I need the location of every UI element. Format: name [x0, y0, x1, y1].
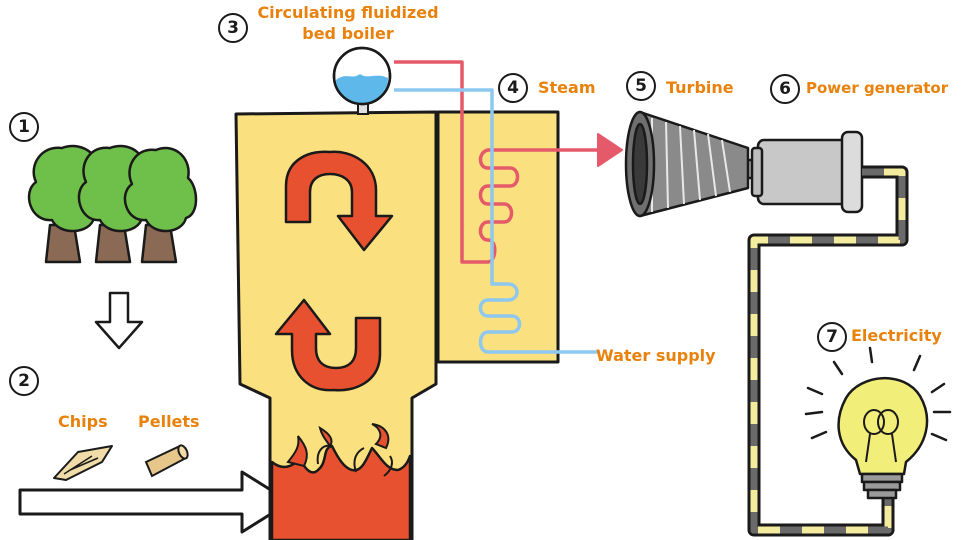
steam-pipe	[394, 60, 600, 264]
boiler-label-line1: Circulating fluidized	[257, 3, 439, 22]
boiler-label-line2: bed boiler	[302, 24, 394, 43]
steam-label: Steam	[538, 78, 596, 97]
electricity-label: Electricity	[851, 326, 942, 345]
down-arrow-icon	[94, 291, 144, 350]
generator-label: Power generator	[806, 79, 949, 97]
chips-label: Chips	[58, 412, 108, 431]
boiler-body	[234, 110, 438, 540]
step-6-number: 6	[770, 74, 800, 104]
circulation-arrows-icon	[274, 150, 394, 392]
turbine-icon	[624, 110, 774, 218]
light-rays-icon	[804, 346, 952, 442]
step-4-number: 4	[498, 73, 528, 103]
pellets-label: Pellets	[138, 412, 200, 431]
step-1-number: 1	[9, 112, 39, 142]
boiler-drum-icon	[332, 46, 392, 115]
heat-exchanger	[436, 110, 560, 364]
feed-arrow-icon	[18, 470, 292, 534]
light-bulb-icon	[837, 376, 929, 500]
water-supply-label: Water supply	[596, 346, 716, 365]
turbine-label: Turbine	[666, 78, 734, 97]
step-7-number: 7	[817, 322, 847, 352]
water-pipe	[394, 88, 598, 354]
pellets-icon	[144, 444, 189, 478]
step-2-number: 2	[9, 366, 39, 396]
power-wire	[747, 165, 909, 537]
chips-icon	[53, 445, 113, 481]
trees-icon	[27, 145, 198, 264]
generator-icon	[750, 130, 864, 214]
step-3-number: 3	[218, 13, 248, 43]
steam-arrow-icon	[597, 133, 623, 167]
step-5-number: 5	[626, 71, 656, 101]
